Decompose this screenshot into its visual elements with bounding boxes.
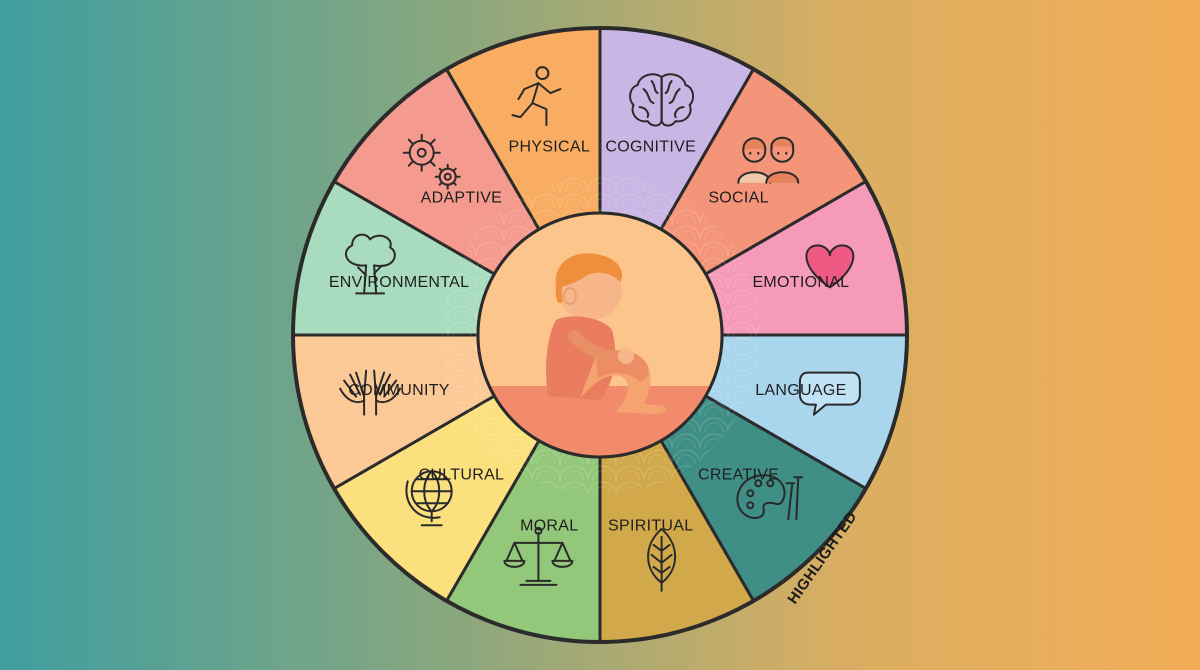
segment-label-cognitive: COGNITIVE [605, 139, 696, 156]
scales-icon [503, 526, 574, 586]
sitting-child-icon [546, 253, 666, 414]
heart-icon [805, 244, 855, 289]
children-icon [737, 136, 800, 184]
segment-label-social: SOCIAL [708, 189, 769, 206]
segment-label-environmental: ENVIRONMENTAL [329, 274, 470, 291]
segment-label-community: COMMUNITY [348, 382, 449, 399]
globe-icon [405, 470, 453, 527]
hands-icon [339, 369, 402, 416]
segment-label-creative: CREATIVE [698, 467, 779, 484]
palette-icon [736, 474, 804, 521]
wheel-outer-ring [291, 26, 909, 644]
tree-icon [344, 233, 396, 295]
brain-icon [629, 73, 695, 127]
leaf-icon [647, 527, 676, 592]
segment-label-cultural: CULTURAL [419, 467, 505, 484]
speech-bubble-icon [798, 371, 861, 416]
segment-label-language: LANGUAGE [755, 382, 846, 399]
segment-label-adaptive: ADAPTIVE [421, 189, 503, 206]
gears-icon [402, 133, 461, 190]
running-person-icon [511, 66, 562, 127]
segment-label-moral: MORAL [520, 517, 578, 534]
segment-label-spiritual: SPIRITUAL [608, 517, 693, 534]
segment-label-physical: PHYSICAL [508, 139, 590, 156]
segment-label-emotional: EMOTIONAL [752, 274, 849, 291]
